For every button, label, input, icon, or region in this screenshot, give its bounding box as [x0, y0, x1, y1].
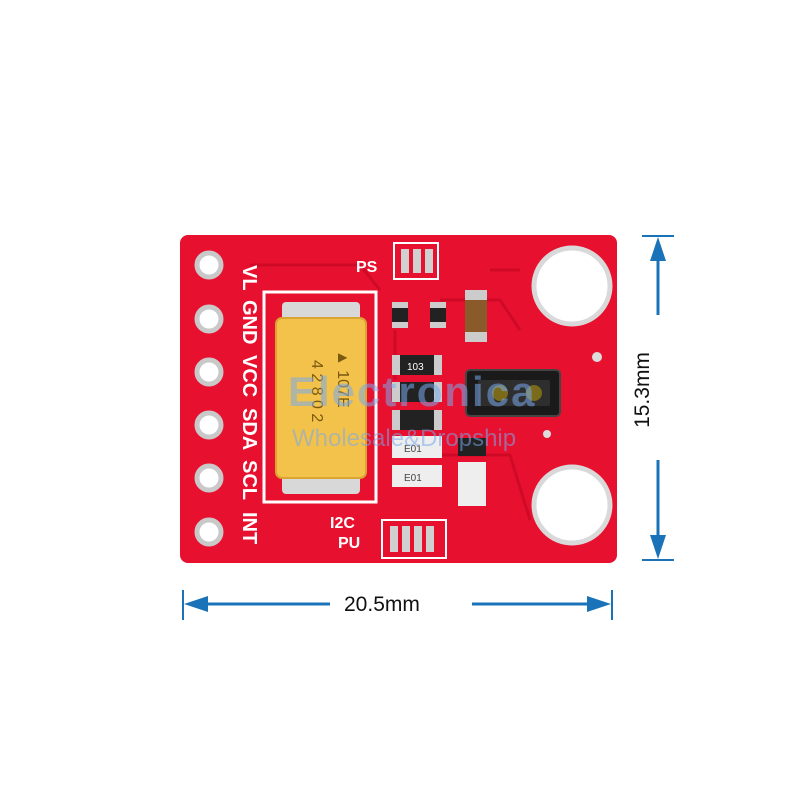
- sensor-lens-2: [526, 385, 542, 401]
- height-dimension: [642, 235, 674, 561]
- mounting-hole-top: [531, 245, 613, 327]
- ps-pad-2: [413, 249, 421, 273]
- i2c-label: I2C: [330, 515, 355, 532]
- i2c-pad-4: [426, 526, 434, 552]
- smd-component-5: [458, 438, 486, 456]
- smd-resistor-1: [392, 302, 408, 328]
- smd-resistor-3: [392, 382, 442, 402]
- width-dimension: [182, 590, 613, 620]
- pin-label-int: INT: [238, 512, 260, 544]
- via: [592, 352, 602, 362]
- i2c-pad-2: [402, 526, 410, 552]
- sensor-lens-1: [492, 385, 508, 401]
- i2c-pad-1: [390, 526, 398, 552]
- arrow-up: [650, 237, 666, 261]
- arrow-left: [184, 596, 208, 612]
- smd-resistor-103: [392, 355, 442, 375]
- tantalum-capacitor: [275, 317, 367, 479]
- pin-headers: [194, 250, 224, 547]
- ps-label: PS: [356, 259, 378, 276]
- capacitor-outline: [262, 290, 378, 504]
- pin-label-vl: VL: [238, 265, 260, 291]
- capacitor-marking-line1: ▲ 107E: [334, 350, 351, 408]
- led-2-mark: E01: [404, 473, 422, 484]
- ps-pad-1: [401, 249, 409, 273]
- mounting-hole-bottom: [531, 464, 613, 546]
- smd-led-3: [458, 462, 486, 506]
- arrow-down: [650, 535, 666, 559]
- pin-hole-gnd: [194, 304, 224, 334]
- smd-capacitor-1: [465, 290, 487, 342]
- pin-hole-scl: [194, 463, 224, 493]
- pin-hole-vl: [194, 250, 224, 280]
- pu-label: PU: [338, 535, 360, 552]
- height-dimension-label: 15.3mm: [631, 352, 654, 428]
- pin-labels: VL GND VCC SDA SCL INT: [238, 265, 260, 544]
- pin-hole-vcc: [194, 357, 224, 387]
- resistor-103-label: 103: [407, 362, 424, 373]
- pin-label-sda: SDA: [238, 408, 260, 450]
- i2c-pad-3: [414, 526, 422, 552]
- pin-label-vcc: VCC: [238, 355, 260, 397]
- capacitor-marking-line2: 4 2 8 0 2: [308, 360, 325, 422]
- pin-hole-int: [194, 517, 224, 547]
- capacitor-marking: ▲ 107E 4 2 8 0 2: [308, 350, 351, 422]
- arrow-right: [587, 596, 611, 612]
- i2c-jumper-outline: [381, 519, 447, 559]
- pin-label-gnd: GND: [238, 300, 260, 344]
- led-1-mark: E01: [404, 444, 422, 455]
- pin-hole-sda: [194, 410, 224, 440]
- smd-components: 103 E01 E01: [392, 290, 487, 506]
- pin-label-scl: SCL: [238, 460, 260, 500]
- smd-resistor-2: [430, 302, 446, 328]
- smd-led-2: [392, 465, 442, 487]
- ps-jumper-outline: [393, 242, 439, 280]
- via: [543, 430, 551, 438]
- ps-pad-3: [425, 249, 433, 273]
- width-dimension-label: 20.5mm: [340, 594, 424, 615]
- smd-resistor-4: [392, 410, 442, 430]
- smd-led-1: [392, 436, 442, 458]
